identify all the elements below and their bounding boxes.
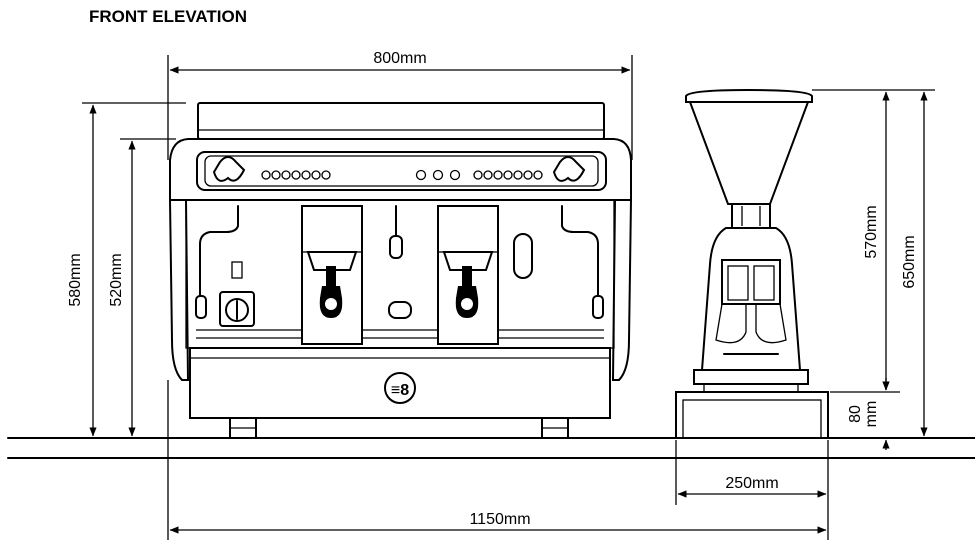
dim-label-grinder-width: 250mm <box>725 475 778 492</box>
coffee-grinder <box>675 88 829 439</box>
dim-label-grinder-base-value: 80 <box>847 405 864 423</box>
dimension-lines <box>82 55 935 540</box>
dim-label-grinder-base-unit: mm <box>863 401 880 428</box>
right-steam-knob-icon <box>552 156 586 182</box>
drawing-title: FRONT ELEVATION <box>89 7 247 26</box>
right-button-row <box>473 170 543 180</box>
espresso-machine: ≡8 <box>168 102 633 439</box>
dim-label-machine-height-body: 520mm <box>108 253 125 306</box>
center-button-row <box>415 169 461 181</box>
dim-label-machine-height-total: 580mm <box>67 253 84 306</box>
group-head-left <box>301 205 363 345</box>
brand-logo <box>384 372 416 404</box>
left-button-row <box>261 170 331 180</box>
svg-text:≡8: ≡8 <box>391 382 409 399</box>
left-steam-knob-icon <box>212 156 246 182</box>
dim-label-grinder-total-height: 650mm <box>901 235 918 288</box>
group-head-right <box>437 205 499 345</box>
dim-label-grinder-height: 570mm <box>863 205 880 258</box>
dim-label-overall-width: 1150mm <box>469 511 530 528</box>
dim-label-machine-width: 800mm <box>373 50 426 67</box>
floor-lines <box>7 437 975 459</box>
